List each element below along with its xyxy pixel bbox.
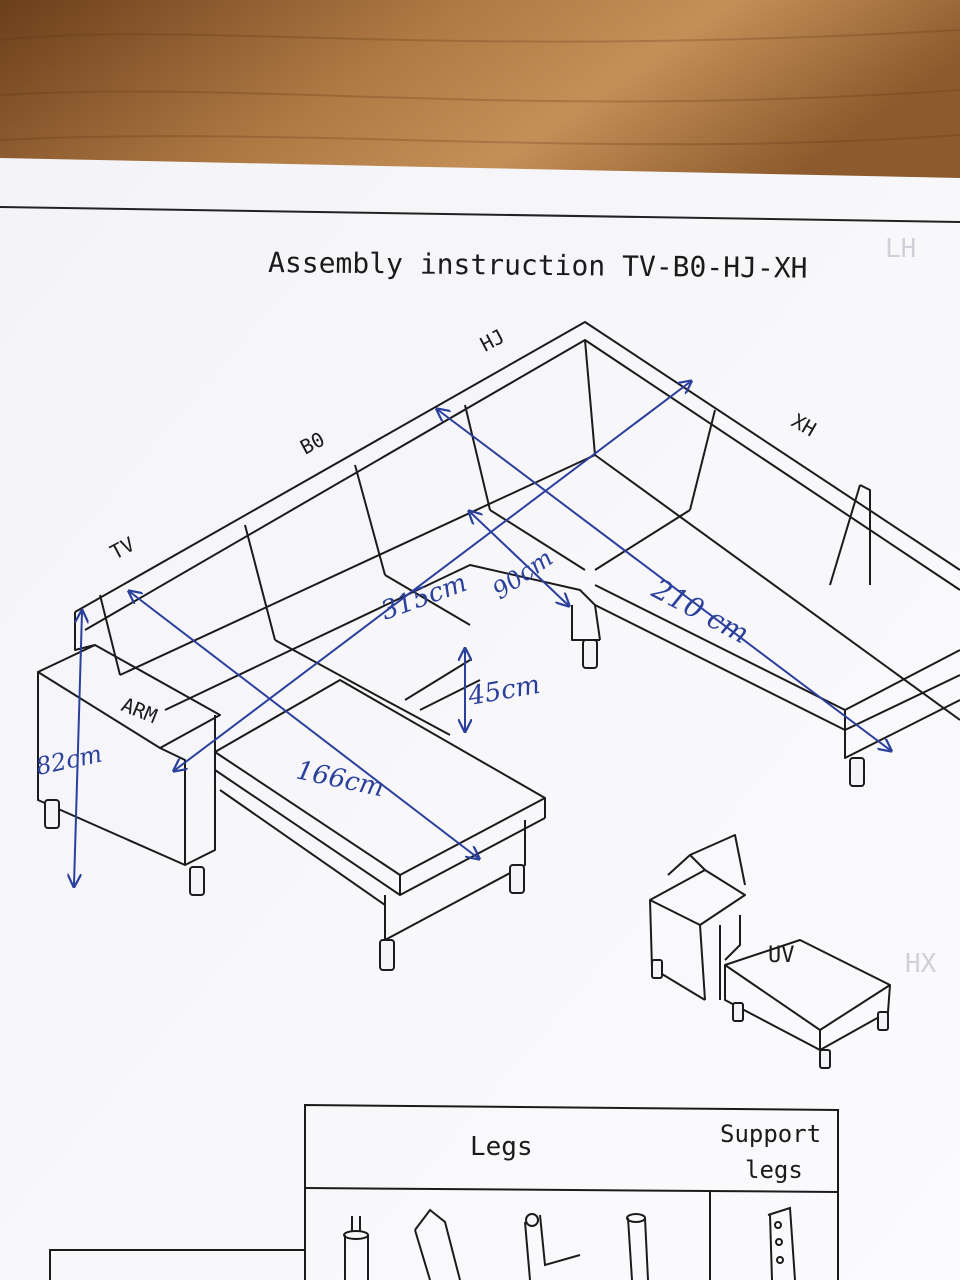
uv-legs: [651, 959, 889, 1069]
faded-side-label: HX: [905, 949, 937, 979]
page-frame: [0, 206, 960, 223]
leg-sketches: [343, 1206, 796, 1280]
support-legs-header-line1: Support: [720, 1120, 821, 1148]
support-legs-header-line2: legs: [745, 1156, 803, 1184]
pen-annotations: [74, 382, 890, 885]
parts-table: [49, 1103, 839, 1280]
wood-grain: [0, 29, 960, 146]
label-uv: UV: [768, 943, 795, 968]
legs-header: Legs: [470, 1132, 533, 1162]
faded-corner-label: LH: [885, 234, 916, 264]
page-title: Assembly instruction TV-B0-HJ-XH: [268, 246, 808, 285]
